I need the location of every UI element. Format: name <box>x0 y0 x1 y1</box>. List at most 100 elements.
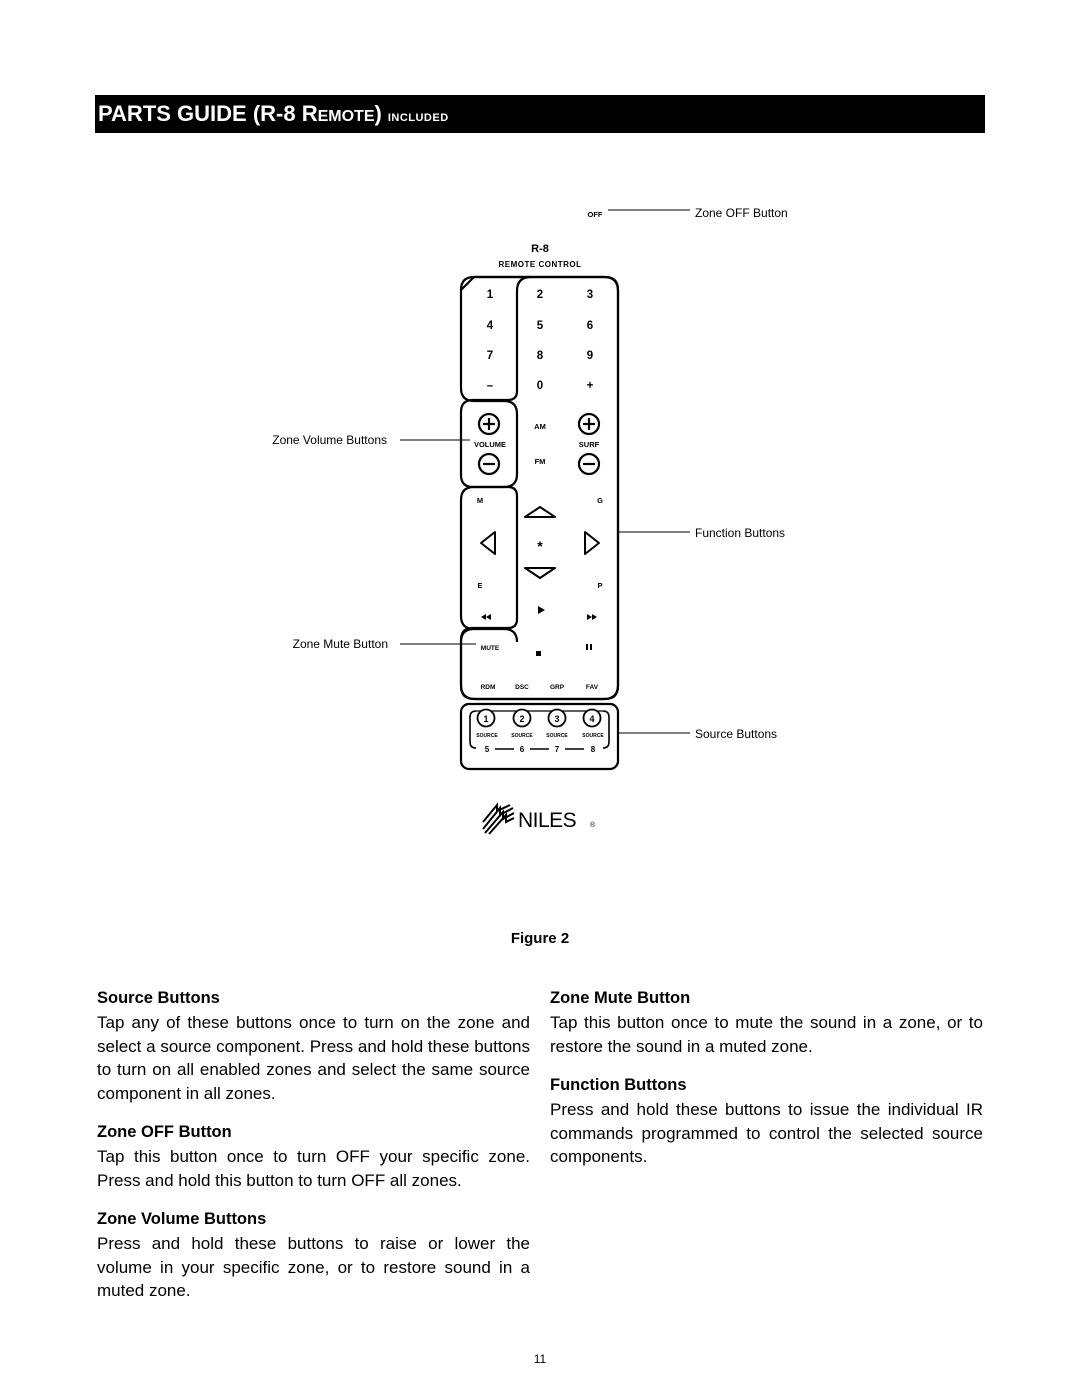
dsc-button[interactable]: DSC <box>515 684 529 691</box>
volume-label: VOLUME <box>474 440 506 449</box>
source-word-4: SOURCE <box>582 733 604 739</box>
remote-subtitle: REMOTE CONTROL <box>499 260 582 269</box>
key-9[interactable]: 9 <box>587 350 593 362</box>
nav-right-arrow-icon[interactable] <box>584 531 600 555</box>
source-5-button[interactable]: 5 <box>485 745 490 754</box>
key-1[interactable]: 1 <box>487 289 494 301</box>
source-button-4[interactable]: 4 <box>582 708 602 728</box>
star-button[interactable]: * <box>537 538 543 554</box>
volume-down-button[interactable] <box>477 452 501 476</box>
title-smallcaps-text: EMOTE <box>317 108 375 125</box>
source-panel-outline <box>459 702 620 771</box>
key-8[interactable]: 8 <box>537 350 544 362</box>
surf-up-button[interactable] <box>577 412 601 436</box>
section-header-bar: PARTS GUIDE (R-8 REMOTE) INCLUDED <box>95 95 985 133</box>
section-body: Press and hold these buttons to raise or… <box>97 1234 530 1300</box>
section-body: Tap this button once to turn OFF your sp… <box>97 1147 530 1190</box>
rdm-button[interactable]: RDM <box>481 684 496 691</box>
key-0[interactable]: 0 <box>537 380 543 392</box>
title-main-text: PARTS GUIDE (R-8 R <box>98 101 318 126</box>
section-body: Press and hold these buttons to issue th… <box>550 1100 983 1166</box>
source-word-1: SOURCE <box>476 733 498 739</box>
section-title: PARTS GUIDE (R-8 REMOTE) INCLUDED <box>98 99 449 133</box>
title-close-text: ) <box>374 101 382 126</box>
source-word-row: SOURCE SOURCE SOURCE SOURCE <box>476 733 604 739</box>
stop-icon[interactable] <box>536 651 541 656</box>
section-title: Zone Volume Buttons <box>97 1210 267 1228</box>
source-8-button[interactable]: 8 <box>591 745 596 754</box>
niles-logo-text: NILES <box>518 809 577 832</box>
source-1-label: 1 <box>483 714 488 724</box>
source-6-button[interactable]: 6 <box>520 745 525 754</box>
off-label: OFF <box>588 210 603 219</box>
section-zone-mute-button: Zone Mute Button Tap this button once to… <box>550 985 983 1058</box>
key-plus[interactable]: + <box>587 380 594 392</box>
surf-down-button[interactable] <box>577 452 601 476</box>
source-callout: Source Buttons <box>695 727 777 741</box>
key-4[interactable]: 4 <box>487 320 494 332</box>
niles-logo-registered: ® <box>590 821 596 829</box>
right-column: Zone Mute Button Tap this button once to… <box>550 985 983 1183</box>
surf-label: SURF <box>579 440 600 449</box>
grp-button[interactable]: GRP <box>550 684 565 691</box>
rewind-icon[interactable] <box>481 614 491 620</box>
pause-icon[interactable] <box>586 644 592 650</box>
source-button-2[interactable]: 2 <box>512 708 532 728</box>
source-7-button[interactable]: 7 <box>555 745 560 754</box>
fav-button[interactable]: FAV <box>586 684 599 691</box>
play-icon[interactable] <box>538 606 545 614</box>
section-zone-off-button: Zone OFF Button Tap this button once to … <box>97 1119 530 1192</box>
left-column: Source Buttons Tap any of these buttons … <box>97 985 530 1317</box>
mute-button[interactable]: MUTE <box>481 645 500 652</box>
am-button[interactable]: AM <box>534 422 546 431</box>
m-button[interactable]: M <box>477 496 483 505</box>
source-2-label: 2 <box>519 714 524 724</box>
figure-caption: Figure 2 <box>510 930 570 947</box>
zone-mute-callout: Zone Mute Button <box>293 637 388 651</box>
source-lower-row: 5 6 7 8 <box>485 745 596 754</box>
p-button[interactable]: P <box>597 581 602 590</box>
e-button[interactable]: E <box>477 581 482 590</box>
source-button-3[interactable]: 3 <box>547 708 567 728</box>
niles-logo: NILES ® <box>482 802 596 835</box>
section-body: Tap any of these buttons once to turn on… <box>97 1013 530 1103</box>
section-function-buttons: Function Buttons Press and hold these bu… <box>550 1072 983 1169</box>
fm-button[interactable]: FM <box>535 457 546 466</box>
source-button-1[interactable]: 1 <box>476 708 496 728</box>
section-source-buttons: Source Buttons Tap any of these buttons … <box>97 985 530 1105</box>
key-6[interactable]: 6 <box>587 320 593 332</box>
section-title: Zone Mute Button <box>550 989 691 1007</box>
key-2[interactable]: 2 <box>537 289 543 301</box>
niles-logo-mark-icon <box>482 802 515 835</box>
key-3[interactable]: 3 <box>587 289 593 301</box>
volume-up-button[interactable] <box>477 412 501 436</box>
source-3-label: 3 <box>554 714 559 724</box>
title-included-text: INCLUDED <box>387 112 449 124</box>
section-title: Source Buttons <box>97 989 220 1007</box>
section-title: Function Buttons <box>550 1076 687 1094</box>
key-5[interactable]: 5 <box>537 320 544 332</box>
page-number: 11 <box>533 1352 547 1366</box>
zone-volume-callout: Zone Volume Buttons <box>272 433 387 447</box>
remote-shape <box>459 275 620 701</box>
remote-artwork: 1 2 3 4 5 6 7 8 9 – 0 + VOLUME AM FM SUR… <box>272 275 785 835</box>
remote-model: R-8 <box>531 243 549 255</box>
source-bracket-right <box>602 710 610 749</box>
nav-up-arrow-icon[interactable] <box>524 506 556 518</box>
nav-down-arrow-icon[interactable] <box>524 567 556 579</box>
fast-forward-icon[interactable] <box>587 614 597 620</box>
numeric-keypad: 1 2 3 4 5 6 7 8 9 – 0 + <box>487 289 594 392</box>
function-callout: Function Buttons <box>695 526 785 540</box>
section-title: Zone OFF Button <box>97 1123 232 1141</box>
zone-off-callout: Zone OFF Button <box>695 206 788 220</box>
source-bracket-left <box>469 710 477 749</box>
bottom-function-row: RDM DSC GRP FAV <box>481 684 599 691</box>
key-minus[interactable]: – <box>487 380 494 392</box>
source-4-label: 4 <box>589 714 594 724</box>
g-button[interactable]: G <box>597 496 603 505</box>
section-body: Tap this button once to mute the sound i… <box>550 1013 983 1056</box>
source-word-2: SOURCE <box>511 733 533 739</box>
section-zone-volume-buttons: Zone Volume Buttons Press and hold these… <box>97 1206 530 1303</box>
key-7[interactable]: 7 <box>487 350 493 362</box>
nav-left-arrow-icon[interactable] <box>480 531 496 555</box>
